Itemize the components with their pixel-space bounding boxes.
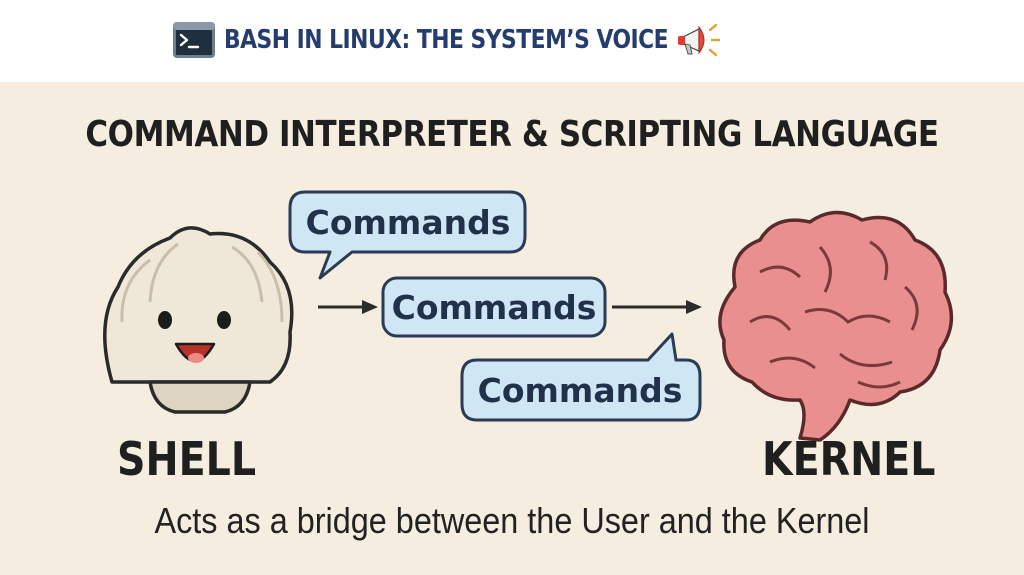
command-bubble-label: Commands	[392, 288, 597, 327]
shell-mascot-icon	[103, 226, 294, 414]
shell-label: SHELL	[117, 432, 257, 486]
command-bubble: Commands	[460, 332, 702, 422]
command-bubble-label: Commands	[478, 371, 683, 410]
diagram-panel: COMMAND INTERPRETER & SCRIPTING LANGUAGE	[0, 82, 1024, 575]
kernel-label: KERNEL	[762, 432, 936, 486]
command-bubble: Commands	[288, 190, 527, 280]
diagram-caption: Acts as a bridge between the User and th…	[154, 500, 870, 541]
megaphone-icon	[677, 23, 720, 57]
command-bubble-label: Commands	[306, 203, 511, 242]
terminal-icon	[173, 22, 215, 58]
diagram-title: COMMAND INTERPRETER & SCRIPTING LANGUAGE	[85, 114, 939, 155]
brain-icon	[718, 210, 954, 442]
command-bubble: Commands	[381, 276, 607, 338]
header-strip	[0, 0, 1024, 80]
header-title: BASH IN LINUX: THE SYSTEM’S VOICE	[224, 25, 669, 55]
arrow-to-bubble	[318, 300, 378, 314]
arrow-to-kernel	[612, 300, 702, 314]
header: BASH IN LINUX: THE SYSTEM’S VOICE	[172, 14, 721, 66]
diagram-canvas: Commands Commands Commands	[103, 190, 954, 442]
